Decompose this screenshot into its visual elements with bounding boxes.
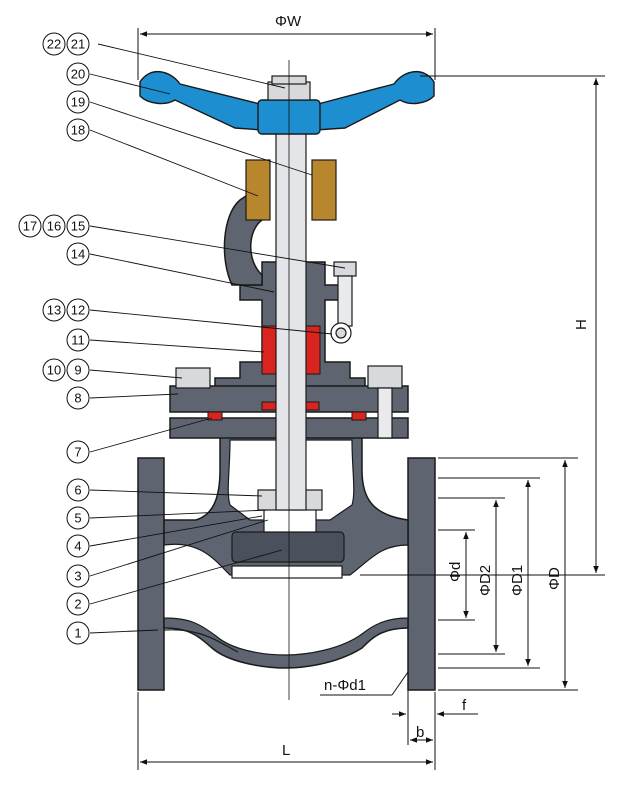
callout-number: 18: [71, 123, 85, 138]
callout-number: 6: [74, 483, 81, 498]
callout-circle: [66, 118, 90, 142]
callout-circle: [42, 298, 66, 322]
callout-19: 19: [66, 90, 90, 114]
callout-number: 12: [71, 303, 85, 318]
callout-number: 4: [74, 539, 81, 554]
callout-leaders: [89, 43, 346, 634]
callout-5: 5: [66, 506, 90, 530]
width-label: ΦW: [275, 13, 302, 30]
length-label: L: [282, 742, 290, 759]
callout-circle: [66, 592, 90, 616]
d1-label: ΦD1: [509, 565, 526, 596]
callout-number: 10: [47, 363, 61, 378]
callout-circle: [66, 358, 90, 382]
dimensions: [137, 28, 605, 770]
callout-number: 11: [71, 333, 85, 348]
callout-number: 8: [74, 391, 81, 406]
callout-circle: [66, 534, 90, 558]
callout-circle: [66, 621, 90, 645]
callout-number: 15: [71, 219, 85, 234]
callout-circle: [66, 440, 90, 464]
callout-number: 16: [47, 219, 61, 234]
callout-4: 4: [66, 534, 90, 558]
callout-18: 18: [66, 118, 90, 142]
callout-3: 3: [66, 564, 90, 588]
callout-number: 19: [71, 95, 85, 110]
callout-circle: [66, 564, 90, 588]
callout-2: 2: [66, 592, 90, 616]
callout-number: 7: [74, 445, 81, 460]
callout-circle: [66, 214, 90, 238]
gasket-right: [351, 411, 367, 421]
callout-circle: [66, 62, 90, 86]
callout-15: 15: [66, 214, 90, 238]
gasket-center-right: [304, 401, 320, 411]
callout-number: 22: [47, 37, 61, 52]
callout-20: 20: [66, 62, 90, 86]
callout-circle: [18, 214, 42, 238]
callout-number: 20: [71, 67, 85, 82]
callout-number: 2: [74, 597, 81, 612]
callout-number: 5: [74, 511, 81, 526]
callout-number: 3: [74, 569, 81, 584]
callout-14: 14: [66, 242, 90, 266]
callout-21: 21: [66, 32, 90, 56]
callout-7: 7: [66, 440, 90, 464]
callout-8: 8: [66, 386, 90, 410]
stem: [275, 89, 307, 511]
callout-number: 17: [23, 219, 37, 234]
bolt-holes-label: n-Φd1: [324, 677, 366, 694]
callout-17: 17: [18, 214, 42, 238]
packing-right: [305, 325, 321, 375]
callout-circle: [66, 386, 90, 410]
callout-number: 9: [74, 363, 81, 378]
callout-number: 1: [74, 626, 81, 641]
callout-13: 13: [42, 298, 66, 322]
callout-12: 12: [66, 298, 90, 322]
seat-ring: [231, 565, 343, 579]
gasket-center-left: [261, 401, 277, 411]
callout-16: 16: [42, 214, 66, 238]
callout-1: 1: [66, 621, 90, 645]
f-label: f: [462, 697, 467, 714]
packing-left: [261, 325, 277, 375]
D-label: ΦD: [546, 567, 563, 590]
disc: [231, 531, 345, 563]
callout-11: 11: [66, 328, 90, 352]
bonnet-bolts: [175, 365, 403, 439]
callout-9: 9: [66, 358, 90, 382]
callout-number: 14: [71, 247, 85, 262]
gland-bolt: [330, 261, 357, 344]
b-label: b: [416, 724, 424, 741]
callout-number: 21: [71, 37, 85, 52]
callout-circle: [66, 328, 90, 352]
callout-6: 6: [66, 478, 90, 502]
callout-10: 10: [42, 358, 66, 382]
callout-circle: [42, 214, 66, 238]
packing: [261, 325, 321, 375]
callout-circle: [66, 478, 90, 502]
callout-circle: [42, 32, 66, 56]
gasket-left: [207, 411, 223, 421]
callout-circle: [66, 242, 90, 266]
yoke-nut: [245, 159, 337, 221]
d-label: Φd: [447, 562, 464, 582]
callout-circle: [42, 358, 66, 382]
height-label: H: [573, 319, 590, 330]
callout-circle: [66, 90, 90, 114]
disc-nut: [263, 507, 317, 533]
callout-number: 13: [47, 303, 61, 318]
callout-circle: [66, 32, 90, 56]
callout-22: 22: [42, 32, 66, 56]
callout-circle: [66, 506, 90, 530]
callout-circle: [66, 298, 90, 322]
d2-label: ΦD2: [477, 565, 494, 596]
right-flange: [407, 457, 436, 691]
